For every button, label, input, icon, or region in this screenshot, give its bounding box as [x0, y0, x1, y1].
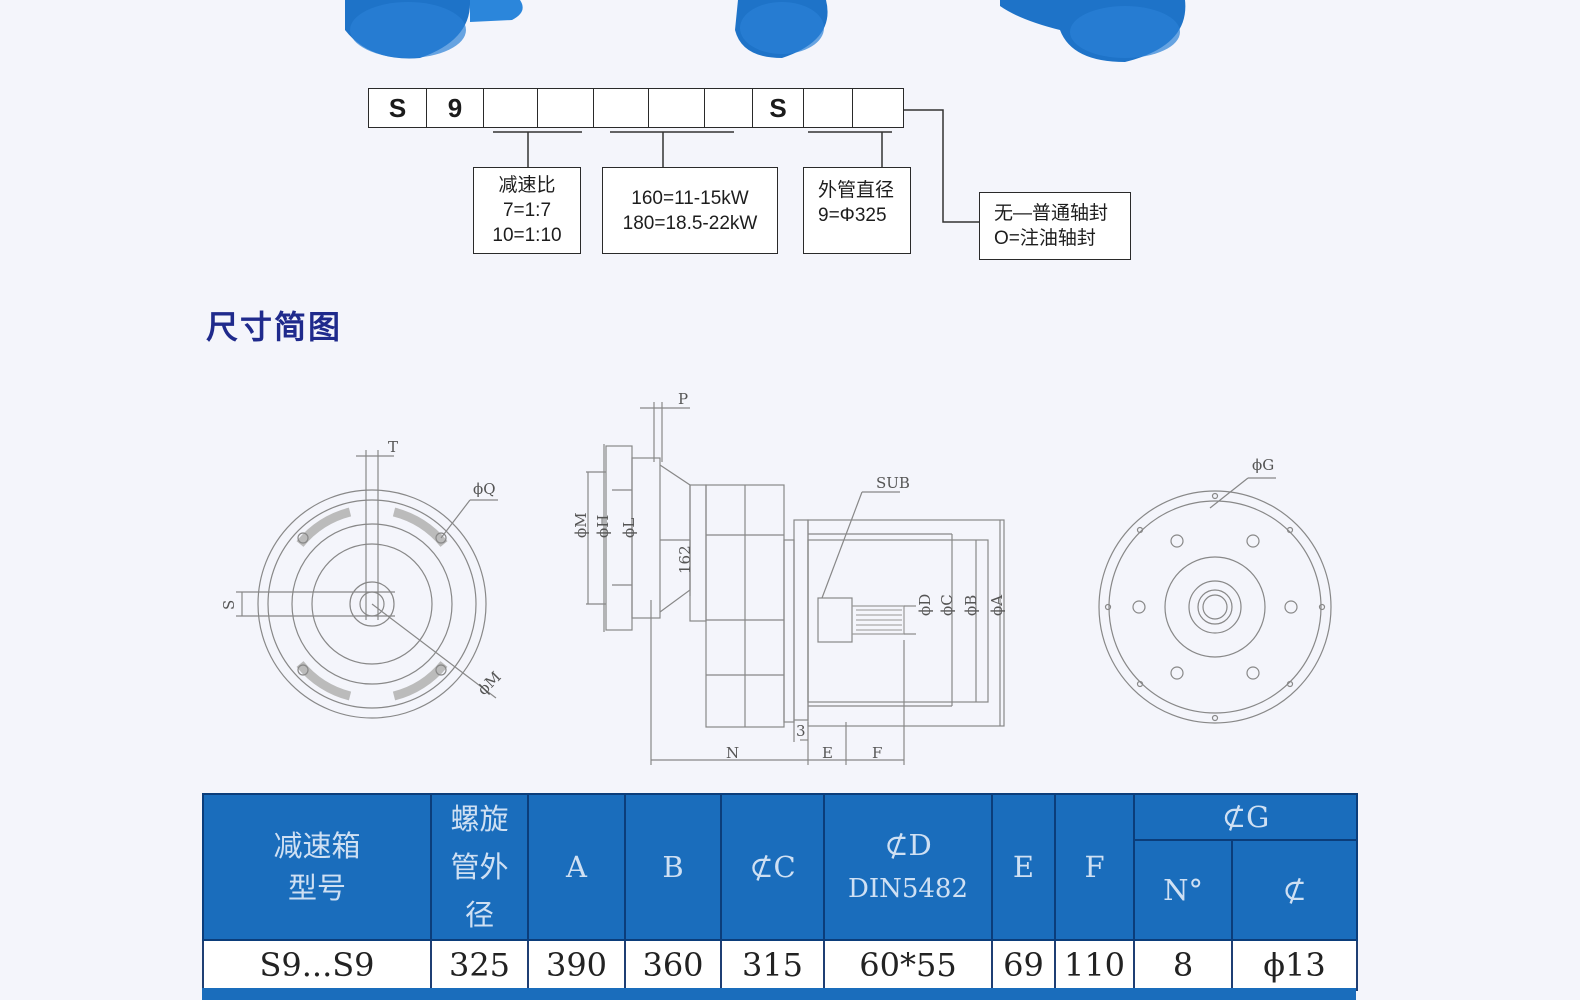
- code-box-5: [592, 88, 650, 128]
- th-N: N°: [1133, 839, 1233, 941]
- label-phiG: ϕG: [1252, 456, 1274, 474]
- code-box-6: [648, 88, 705, 128]
- power-legend: 160=11-15kW 180=18.5-22kW: [602, 167, 778, 254]
- label-N: N: [726, 744, 739, 762]
- pump-image-right: [1000, 0, 1186, 62]
- left-flange-view: [236, 450, 498, 719]
- tube-legend-title: 外管直径: [818, 180, 895, 201]
- cell-G: ϕ13: [1231, 939, 1358, 991]
- center-side-view: [586, 402, 1005, 765]
- section-title: 尺寸简图: [206, 308, 343, 346]
- right-flange-view: [1098, 477, 1332, 724]
- table-bottom-bar: [202, 988, 1356, 1000]
- cell-F: 110: [1054, 939, 1135, 991]
- code-box-1: S: [367, 88, 428, 128]
- th-D-line1: ⊄D: [884, 828, 932, 862]
- th-tube: 螺旋管外径: [430, 793, 529, 941]
- pump-image-center: [735, 0, 828, 58]
- label-phiL: ϕL: [620, 518, 638, 538]
- th-D-line2: DIN5482: [847, 874, 969, 904]
- cell-E: 69: [991, 939, 1056, 991]
- label-phiD: ϕD: [916, 594, 934, 616]
- label-phiB: ϕB: [962, 595, 980, 616]
- th-A: A: [527, 793, 626, 941]
- seal-legend: 无—普通轴封 O=注油轴封: [979, 192, 1131, 260]
- label-P: P: [678, 390, 688, 408]
- code-box-7: [703, 88, 754, 128]
- cell-C: 315: [720, 939, 825, 991]
- label-S: S: [220, 600, 238, 610]
- spec-table: 减速箱型号 螺旋管外径 A B ⊄C ⊄D DIN5482 E F ⊄G N° …: [202, 793, 1358, 991]
- ratio-legend-line1: 7=1:7: [502, 200, 552, 221]
- cell-D: 60*55: [823, 939, 993, 991]
- label-phiC: ϕC: [938, 594, 956, 616]
- pump-image-left: [345, 0, 523, 59]
- ratio-legend: 减速比 7=1:7 10=1:10: [473, 167, 581, 254]
- th-G-dia: ⊄: [1231, 839, 1358, 941]
- model-code-row: S 9 S: [367, 88, 904, 128]
- code-box-4: [537, 88, 594, 128]
- tube-legend: 外管直径 9=Φ325: [803, 167, 911, 254]
- th-G: ⊄G: [1133, 793, 1358, 841]
- label-T: T: [388, 438, 398, 456]
- seal-legend-line1: 无—普通轴封: [994, 203, 1109, 224]
- cell-B: 360: [624, 939, 722, 991]
- table-row: S9...S9 325 390 360 315 60*55 69 110 8 ϕ…: [202, 939, 1358, 991]
- code-box-3: [482, 88, 539, 128]
- label-SUB: SUB: [876, 474, 910, 492]
- tube-legend-line1: 9=Φ325: [818, 205, 887, 226]
- power-legend-line1: 160=11-15kW: [631, 187, 749, 209]
- label-phiM-left: ϕM: [474, 668, 505, 699]
- code-connectors: [493, 109, 980, 223]
- cell-model: S9...S9: [202, 939, 432, 991]
- code-box-10: [852, 88, 904, 128]
- th-C: ⊄C: [720, 793, 825, 941]
- cell-tube: 325: [430, 939, 529, 991]
- label-phiM: ϕM: [572, 512, 590, 538]
- label-E: E: [822, 744, 833, 762]
- th-model: 减速箱型号: [202, 793, 432, 941]
- code-box-9: [802, 88, 854, 128]
- th-B: B: [624, 793, 722, 941]
- ratio-legend-title: 减速比: [498, 175, 556, 196]
- label-3: 3: [796, 722, 806, 740]
- seal-legend-line2: O=注油轴封: [994, 228, 1096, 249]
- label-phiH: ϕH: [594, 515, 612, 538]
- code-box-8: S: [752, 88, 804, 128]
- power-legend-line2: 180=18.5-22kW: [622, 212, 758, 234]
- th-D: ⊄D DIN5482: [823, 793, 993, 941]
- cell-A: 390: [527, 939, 626, 991]
- code-box-2: 9: [426, 88, 484, 128]
- th-F: F: [1054, 793, 1135, 941]
- ratio-legend-line2: 10=1:10: [492, 225, 562, 246]
- label-F: F: [872, 744, 882, 762]
- th-E: E: [991, 793, 1056, 941]
- label-phiA: ϕA: [988, 595, 1006, 616]
- label-phiQ: ϕQ: [473, 480, 496, 498]
- cell-N: 8: [1133, 939, 1233, 991]
- label-162: 162: [676, 545, 694, 574]
